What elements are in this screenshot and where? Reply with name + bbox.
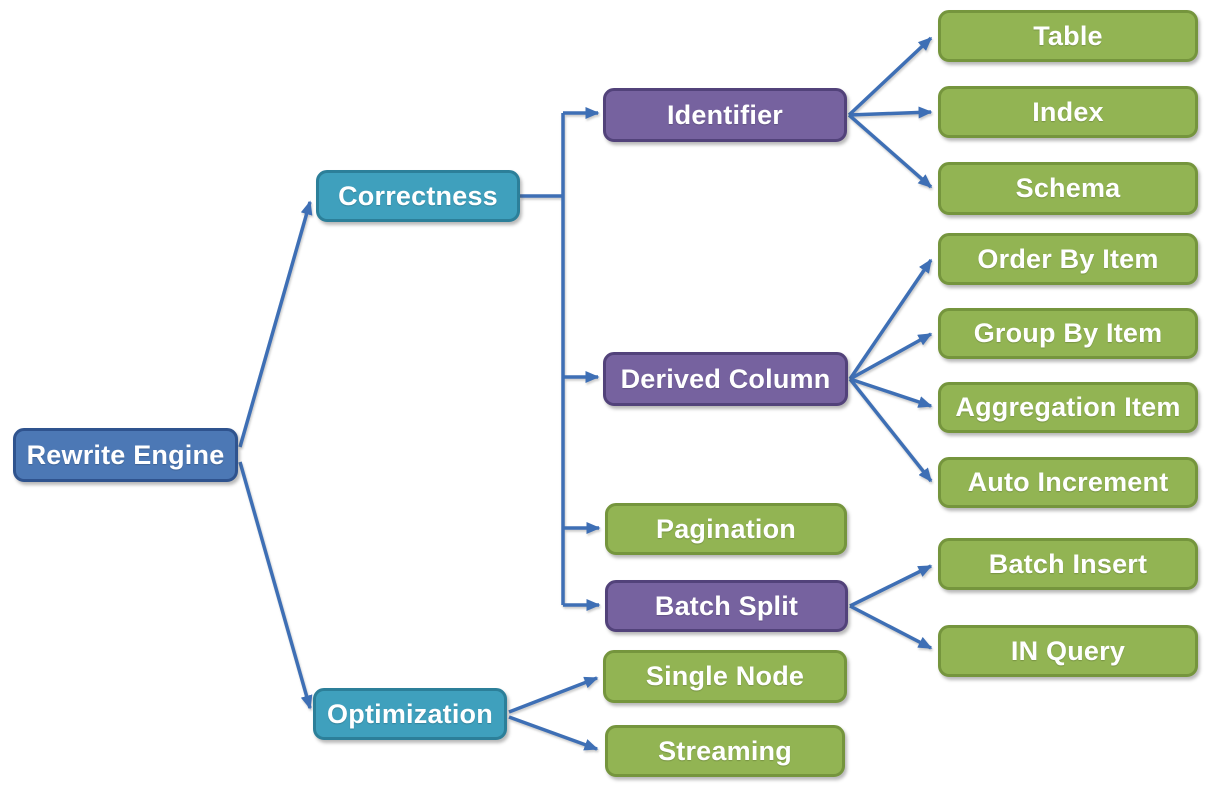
node-batch-insert: Batch Insert bbox=[938, 538, 1198, 590]
node-auto-increment: Auto Increment bbox=[938, 457, 1198, 508]
connector-root-correctness bbox=[238, 200, 313, 448]
connector-derived-group-by bbox=[849, 332, 933, 381]
node-single-node: Single Node bbox=[603, 650, 847, 703]
node-aggregation-item: Aggregation Item bbox=[938, 382, 1198, 433]
node-table: Table bbox=[938, 10, 1198, 62]
connector-identifier-schema bbox=[847, 113, 933, 189]
connector-optimization-single-node bbox=[508, 676, 599, 714]
node-in-query: IN Query bbox=[938, 625, 1198, 677]
connector-batchsplit-in-query bbox=[849, 604, 933, 650]
node-group-by-item: Group By Item bbox=[938, 308, 1198, 359]
node-streaming: Streaming bbox=[605, 725, 845, 777]
node-derived-column: Derived Column bbox=[603, 352, 848, 406]
connector-identifier-table bbox=[847, 36, 933, 117]
connector-derived-aggregation bbox=[849, 377, 933, 408]
node-optimization: Optimization bbox=[313, 688, 507, 740]
node-identifier: Identifier bbox=[603, 88, 847, 142]
connector-optimization-streaming bbox=[508, 715, 599, 751]
node-index: Index bbox=[938, 86, 1198, 138]
connector-derived-order-by bbox=[848, 258, 933, 380]
node-rewrite-engine: Rewrite Engine bbox=[13, 428, 238, 482]
connector-batchsplit-insert bbox=[849, 564, 933, 608]
connector-derived-auto-incr bbox=[848, 377, 933, 483]
node-pagination: Pagination bbox=[605, 503, 847, 555]
node-order-by-item: Order By Item bbox=[938, 233, 1198, 285]
node-correctness: Correctness bbox=[316, 170, 520, 222]
connector-identifier-index bbox=[848, 106, 933, 119]
node-batch-split: Batch Split bbox=[605, 580, 848, 632]
node-schema: Schema bbox=[938, 162, 1198, 215]
connector-root-optimization bbox=[238, 461, 313, 710]
